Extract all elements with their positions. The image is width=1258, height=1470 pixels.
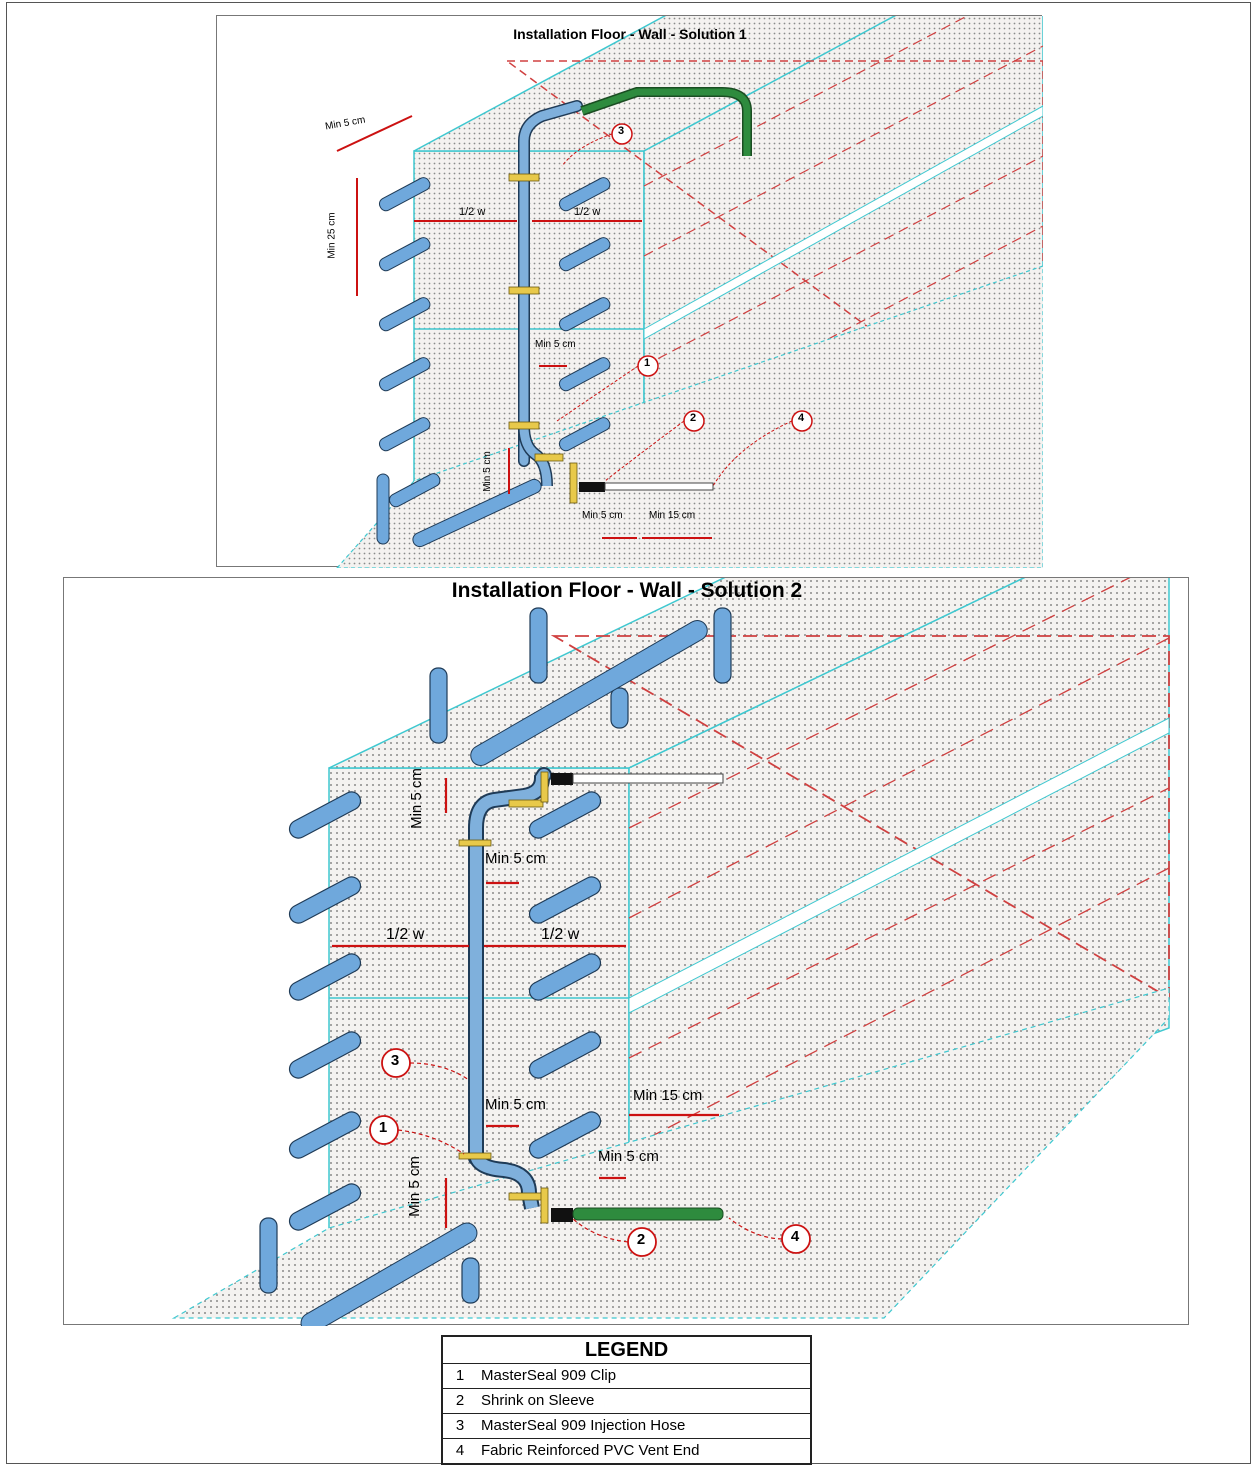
construction-joint-side — [628, 717, 1170, 1014]
legend-row: 2 Shrink on Sleeve — [443, 1389, 810, 1414]
legend-num: 2 — [455, 1392, 465, 1409]
dimension-lines — [332, 778, 719, 1228]
dim-min5-vert: Min 5 cm — [481, 451, 493, 492]
bottom-vent-sleeve — [579, 482, 605, 492]
dim-half-w-left: 1/2 w — [459, 206, 486, 218]
solution-2-title: Installation Floor - Wall - Solution 2 — [451, 579, 803, 602]
dim-min5-vert-bottom: Min 5 cm — [405, 1156, 423, 1217]
legend-text: MasterSeal 909 Injection Hose — [481, 1417, 686, 1434]
dim-min5-bottom: Min 5 cm — [582, 510, 623, 521]
solution-2-panel: Installation Floor - Wall - Solution 2 M… — [63, 577, 1189, 1326]
rebar-right-column — [528, 791, 602, 1159]
s1-callout-1-label: 1 — [643, 357, 651, 369]
bottom-vent-sleeve — [551, 1208, 573, 1222]
s2-callout-2-label: 2 — [636, 1231, 646, 1248]
floor-rebar — [300, 1222, 478, 1326]
legend-text: Shrink on Sleeve — [481, 1392, 595, 1409]
legend-num: 3 — [455, 1417, 465, 1434]
wall-top-face — [328, 578, 1026, 769]
s2-callout-4-label: 4 — [790, 1228, 800, 1245]
dim-min15: Min 15 cm — [649, 510, 696, 521]
clips — [508, 173, 578, 504]
rebar-left-column — [288, 791, 362, 1231]
solution-1-panel: Installation Floor - Wall - Solution 1 M… — [216, 15, 1043, 568]
clips — [458, 771, 549, 1224]
top-vent-tube — [572, 773, 724, 784]
dim-half-w-right: 1/2 w — [541, 926, 580, 943]
top-horizontal-rebar — [470, 620, 708, 766]
legend-table: LEGEND 1 MasterSeal 909 Clip 2 Shrink on… — [441, 1335, 812, 1465]
rebar-right-column — [558, 177, 611, 452]
s2-callout-1-label: 1 — [378, 1119, 388, 1136]
dim-min25: Min 25 cm — [326, 212, 338, 259]
dim-min5-vert-top: Min 5 cm — [407, 768, 425, 829]
s1-callout-3-label: 3 — [617, 125, 625, 137]
side-dashed-lines — [643, 16, 1043, 437]
legend-num: 1 — [455, 1367, 465, 1384]
bottom-vent-tube — [572, 1207, 724, 1221]
solution-1-title: Installation Floor - Wall - Solution 1 — [513, 26, 747, 42]
dim-half-w-right: 1/2 w — [574, 206, 601, 218]
bottom-vent-tube — [604, 482, 714, 491]
dim-min15: Min 15 cm — [633, 1087, 703, 1104]
s2-callout-3-label: 3 — [390, 1052, 400, 1069]
legend-row: 3 MasterSeal 909 Injection Hose — [443, 1414, 810, 1439]
dim-min5-right: Min 5 cm — [598, 1148, 659, 1165]
construction-joint-side — [643, 105, 1043, 340]
legend-num: 4 — [455, 1442, 465, 1459]
rebar-left-column — [378, 177, 441, 508]
top-vent-sleeve — [551, 773, 573, 785]
s1-callout-2-label: 2 — [689, 412, 697, 424]
vertical-rebar-stub — [376, 473, 390, 545]
legend-row: 4 Fabric Reinforced PVC Vent End — [443, 1439, 810, 1463]
dim-min5-mid: Min 5 cm — [535, 339, 576, 350]
legend-text: MasterSeal 909 Clip — [481, 1367, 617, 1384]
dim-min5-upper: Min 5 cm — [485, 850, 546, 867]
legend-row: 1 MasterSeal 909 Clip — [443, 1364, 810, 1389]
dim-min5-lower: Min 5 cm — [485, 1096, 546, 1113]
legend-title: LEGEND — [443, 1337, 810, 1364]
floor-slab — [171, 987, 1170, 1319]
top-vertical-rebars — [259, 607, 732, 1304]
s1-callout-4-label: 4 — [797, 412, 805, 424]
wall-back-outline — [550, 635, 1170, 1000]
legend-text: Fabric Reinforced PVC Vent End — [481, 1442, 700, 1459]
solution-1-drawing — [336, 16, 1043, 568]
floor-rebar — [412, 478, 542, 548]
dim-half-w-left: 1/2 w — [386, 926, 425, 943]
solution-2-drawing — [171, 578, 1170, 1326]
dimension-lines — [336, 115, 712, 539]
